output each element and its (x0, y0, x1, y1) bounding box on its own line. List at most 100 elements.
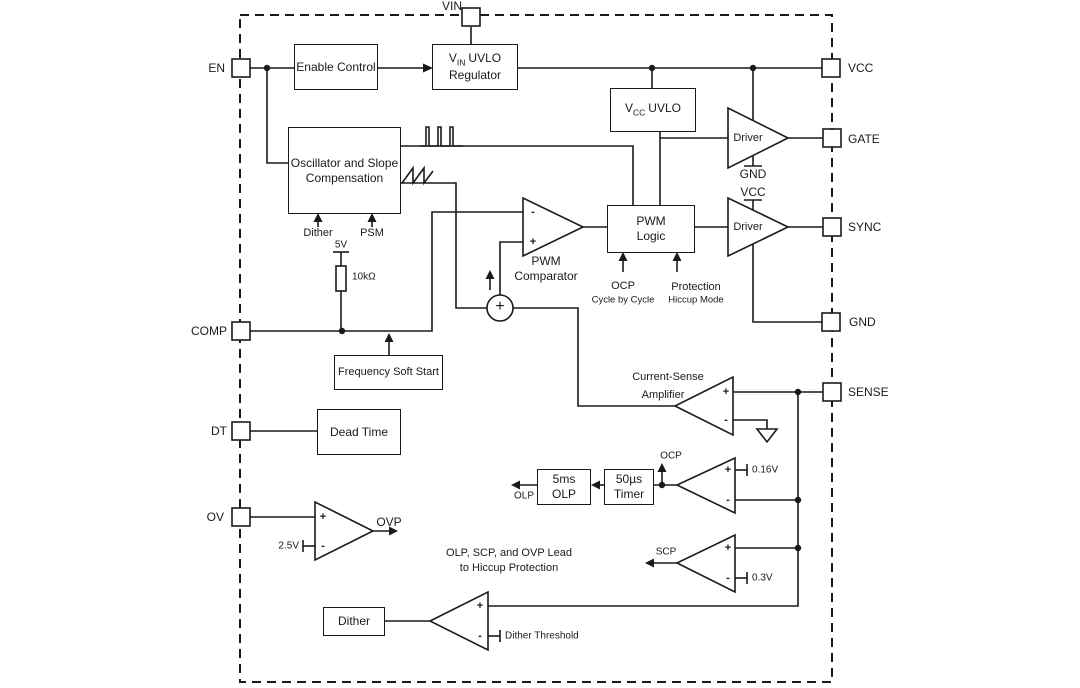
label-016v: 0.16V (752, 464, 779, 476)
pwm-comparator-label-line1: PWM (531, 254, 561, 268)
label-5v: 5V (334, 239, 348, 251)
wire-sum-to-comparator (499, 241, 523, 295)
block-enable-control: Enable Control (294, 44, 378, 90)
summing-junction (486, 294, 514, 322)
wire-comp (250, 211, 523, 332)
enable-control-label: Enable Control (296, 59, 376, 74)
pin-sync-square (822, 217, 842, 237)
pin-en-square (231, 58, 251, 78)
pwm-comparator-label-line2: Comparator (514, 269, 578, 283)
dither-comparator-plus: + (476, 600, 484, 612)
ovp-comparator-triangle (314, 500, 375, 562)
pin-sense-square (822, 382, 842, 402)
pin-gnd-label: GND (849, 315, 876, 329)
pwm-comparator-minus: - (531, 206, 535, 218)
pin-ov-square (231, 507, 251, 527)
pwm-comparator-plus: + (529, 236, 537, 248)
pin-gate-label: GATE (848, 132, 880, 146)
wire-sense-bus (488, 392, 799, 607)
driver1-gnd-label: GND (739, 167, 767, 181)
ground-symbol (755, 428, 779, 444)
ovp-comparator-plus: + (319, 511, 327, 523)
pwm-logic-label-line2: Logic (636, 229, 666, 243)
csa-minus: - (724, 414, 728, 426)
dither-comparator-triangle (428, 590, 489, 652)
sync-driver-label: Driver (733, 221, 763, 233)
label-25v: 2.5V (278, 540, 299, 552)
block-frequency-soft-start: Frequency Soft Start (334, 355, 443, 390)
gate-driver-label: Driver (733, 132, 763, 144)
wire-csa-to-sum (513, 307, 675, 407)
olp-label-line1: 5ms (552, 472, 576, 486)
wire-clock (398, 145, 634, 205)
junction-dots (263, 64, 802, 552)
sawtooth-waveform-icon (401, 165, 434, 186)
olp-out-label: OLP (514, 490, 535, 502)
clock-waveform-icon (420, 126, 463, 147)
pin-dt-label: DT (211, 424, 227, 438)
block-dither: Dither (323, 607, 385, 636)
hiccup-note-line1: OLP, SCP, and OVP Lead (446, 547, 572, 559)
wire-csa-minus-gnd (733, 419, 768, 429)
dither-comparator-minus: - (478, 630, 482, 642)
block-dead-time: Dead Time (317, 409, 401, 455)
block-pwm-logic: PWM Logic (607, 205, 695, 253)
frequency-soft-start-label: Frequency Soft Start (338, 365, 439, 378)
pin-vin-label: VIN (441, 0, 463, 13)
pin-vin-square (461, 7, 481, 27)
timer-label-line2: Timer (613, 487, 645, 501)
pin-ov-label: OV (206, 510, 224, 524)
scp-out-label: SCP (655, 546, 677, 558)
arrowheads (313, 63, 682, 568)
timer-label-line1: 50µs (615, 472, 643, 486)
olp-label-line2: OLP (551, 487, 576, 501)
scp-comparator-triangle (675, 533, 736, 594)
ocp-cycle-label-line2: Cycle by Cycle (591, 294, 655, 306)
ocp-comparator-minus: - (726, 494, 730, 506)
pin-gate-square (822, 128, 842, 148)
wire-en-to-oscillator (266, 68, 288, 164)
dither-input-label: Dither (303, 227, 333, 239)
pin-sync-label: SYNC (848, 220, 882, 234)
psm-input-label: PSM (360, 227, 384, 239)
dither-block-label: Dither (337, 614, 370, 628)
ocp-flag-label: OCP (660, 450, 682, 462)
protection-label-line1: Protection (671, 281, 721, 293)
block-50us-timer: 50µs Timer (604, 469, 654, 505)
pwm-logic-label-line1: PWM (636, 214, 666, 228)
ovp-comparator-minus: - (321, 540, 325, 552)
csa-plus: + (722, 386, 730, 398)
current-sense-amp-triangle (673, 375, 734, 437)
scp-comparator-minus: - (726, 572, 730, 584)
pin-dt-square (231, 421, 251, 441)
wire-sawtooth (398, 182, 487, 309)
csa-label-line1: Current-Sense (632, 371, 704, 383)
driver2-vcc-label: VCC (740, 185, 766, 199)
resistor-10k (335, 265, 347, 292)
ocp-comparator-triangle (675, 456, 736, 515)
gate-driver-triangle (727, 106, 790, 170)
ovp-out-label: OVP (376, 515, 402, 529)
ocp-comparator-plus: + (724, 464, 732, 476)
pin-comp-square (231, 321, 251, 341)
pin-en-label: EN (208, 61, 225, 75)
hiccup-note-line2: to Hiccup Protection (459, 562, 559, 574)
pin-comp-label: COMP (191, 324, 227, 338)
dead-time-label: Dead Time (329, 424, 389, 439)
pin-sense-label: SENSE (848, 385, 889, 399)
pin-gnd-square (821, 312, 841, 332)
oscillator-label: Oscillator and Slope Compensation (290, 155, 399, 185)
wire-driver2-to-gnd-pin (752, 244, 822, 323)
ocp-cycle-label-line1: OCP (611, 280, 635, 292)
protection-label-line2: Hiccup Mode (668, 294, 724, 306)
pin-vcc-square (821, 58, 841, 78)
csa-label-line2: Amplifier (641, 389, 685, 401)
block-oscillator: Oscillator and Slope Compensation (288, 127, 401, 214)
pwm-comparator-triangle (522, 196, 585, 258)
pin-vcc-label: VCC (848, 61, 874, 75)
